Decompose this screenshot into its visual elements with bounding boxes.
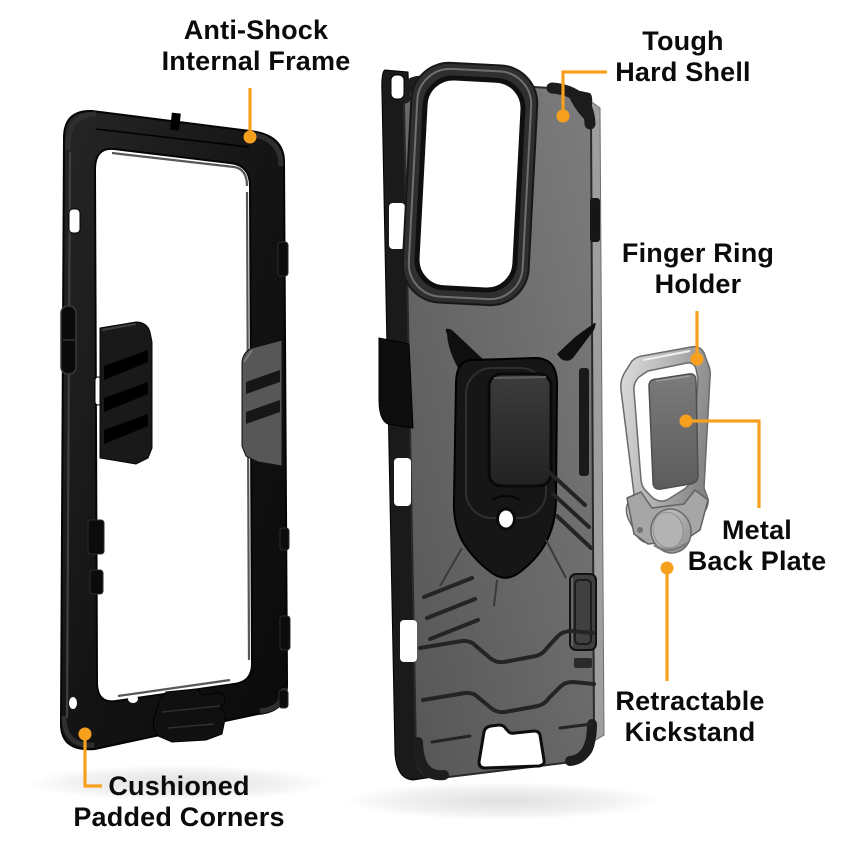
callout-kickstand-label: Retractable Kickstand [615,686,764,748]
ring-holder-illustration [620,345,711,554]
mount-seam [439,539,567,607]
lanyard-hole [496,507,516,531]
frame-shadow [28,765,328,801]
fin-stripe [104,382,148,412]
metal-plate-leader-dot [679,414,693,428]
hard-shell-case-illustration [378,61,605,781]
port-cutout [477,723,546,770]
callout-line: Tough [642,26,724,56]
right-armor-fin [241,339,283,467]
callout-anti-shock-label: Anti-Shock Internal Frame [162,15,351,77]
rail-clip [89,569,104,595]
rail-tab [279,615,291,651]
callout-line: Finger Ring [621,238,775,268]
edge-tab [590,198,600,242]
callout-line: Cushioned [108,771,250,801]
mount-plate [487,372,553,488]
frame-top-notch [170,112,181,131]
kickstand-leader-dot [660,561,674,575]
mount-dimple [491,495,521,501]
frame-top-seam [95,128,250,148]
rail-gap [394,458,411,506]
rail-tab [278,689,289,709]
internal-frame-illustration [59,109,291,751]
callout-line: Holder [654,269,742,299]
finger-ring-leader-dot [690,352,704,366]
callout-line: Anti-Shock [183,15,329,45]
top-corner-hole [390,74,405,100]
callout-line: Internal Frame [161,46,351,76]
fin-stripe [246,400,280,424]
camera-hole [414,75,526,293]
kickstand-hinge [626,489,709,554]
anti-shock-leader-dot [243,130,257,144]
metal-back-plate [648,373,699,490]
rail-clip [87,519,105,555]
corner-slot-hole [68,208,81,234]
callout-tough-shell-label: Tough Hard Shell [615,26,751,88]
flank-slot [579,368,589,476]
fin-stripe [104,414,148,444]
ring-horn [557,322,596,361]
callout-line: Back Plate [687,546,827,576]
callout-line: Padded Corners [73,802,285,832]
armor-ridges [418,470,596,744]
padded-corners-leader-dot [78,727,92,741]
corner-gap [128,695,138,703]
tough-shell-leader-line [561,70,607,115]
frame-body [59,109,289,751]
rail-tab [277,241,289,277]
rail-gap [389,203,405,249]
left-edge-fin [378,337,414,429]
ring-band-highlight [642,350,691,361]
callout-metal-plate-label: Metal Back Plate [688,515,827,577]
padded-corners-leader-line [83,734,102,788]
fin-stripe [104,350,148,380]
callout-padded-corners-label: Cushioned Padded Corners [73,771,284,833]
rail-tab [279,527,290,551]
bottom-clip [153,688,227,743]
hinge-screw [637,527,643,533]
callout-finger-ring-label: Finger Ring Holder [622,238,774,300]
top-corner-notch [566,88,593,126]
callout-line: Hard Shell [615,57,751,87]
metal-plate-leader-line [686,419,761,508]
corner-gap [69,697,77,709]
callout-line: Kickstand [624,717,756,747]
callout-line: Retractable [615,686,765,716]
callout-line: Metal [721,515,793,545]
left-armor-fin [99,321,153,465]
callout-leaders [78,70,761,788]
case-shadow [344,782,660,820]
tough-shell-leader-dot [556,109,570,123]
rail-gap [400,620,417,662]
camera-cutout [401,61,539,307]
fin-stripe [246,370,280,394]
case-ring-mount [439,322,596,607]
